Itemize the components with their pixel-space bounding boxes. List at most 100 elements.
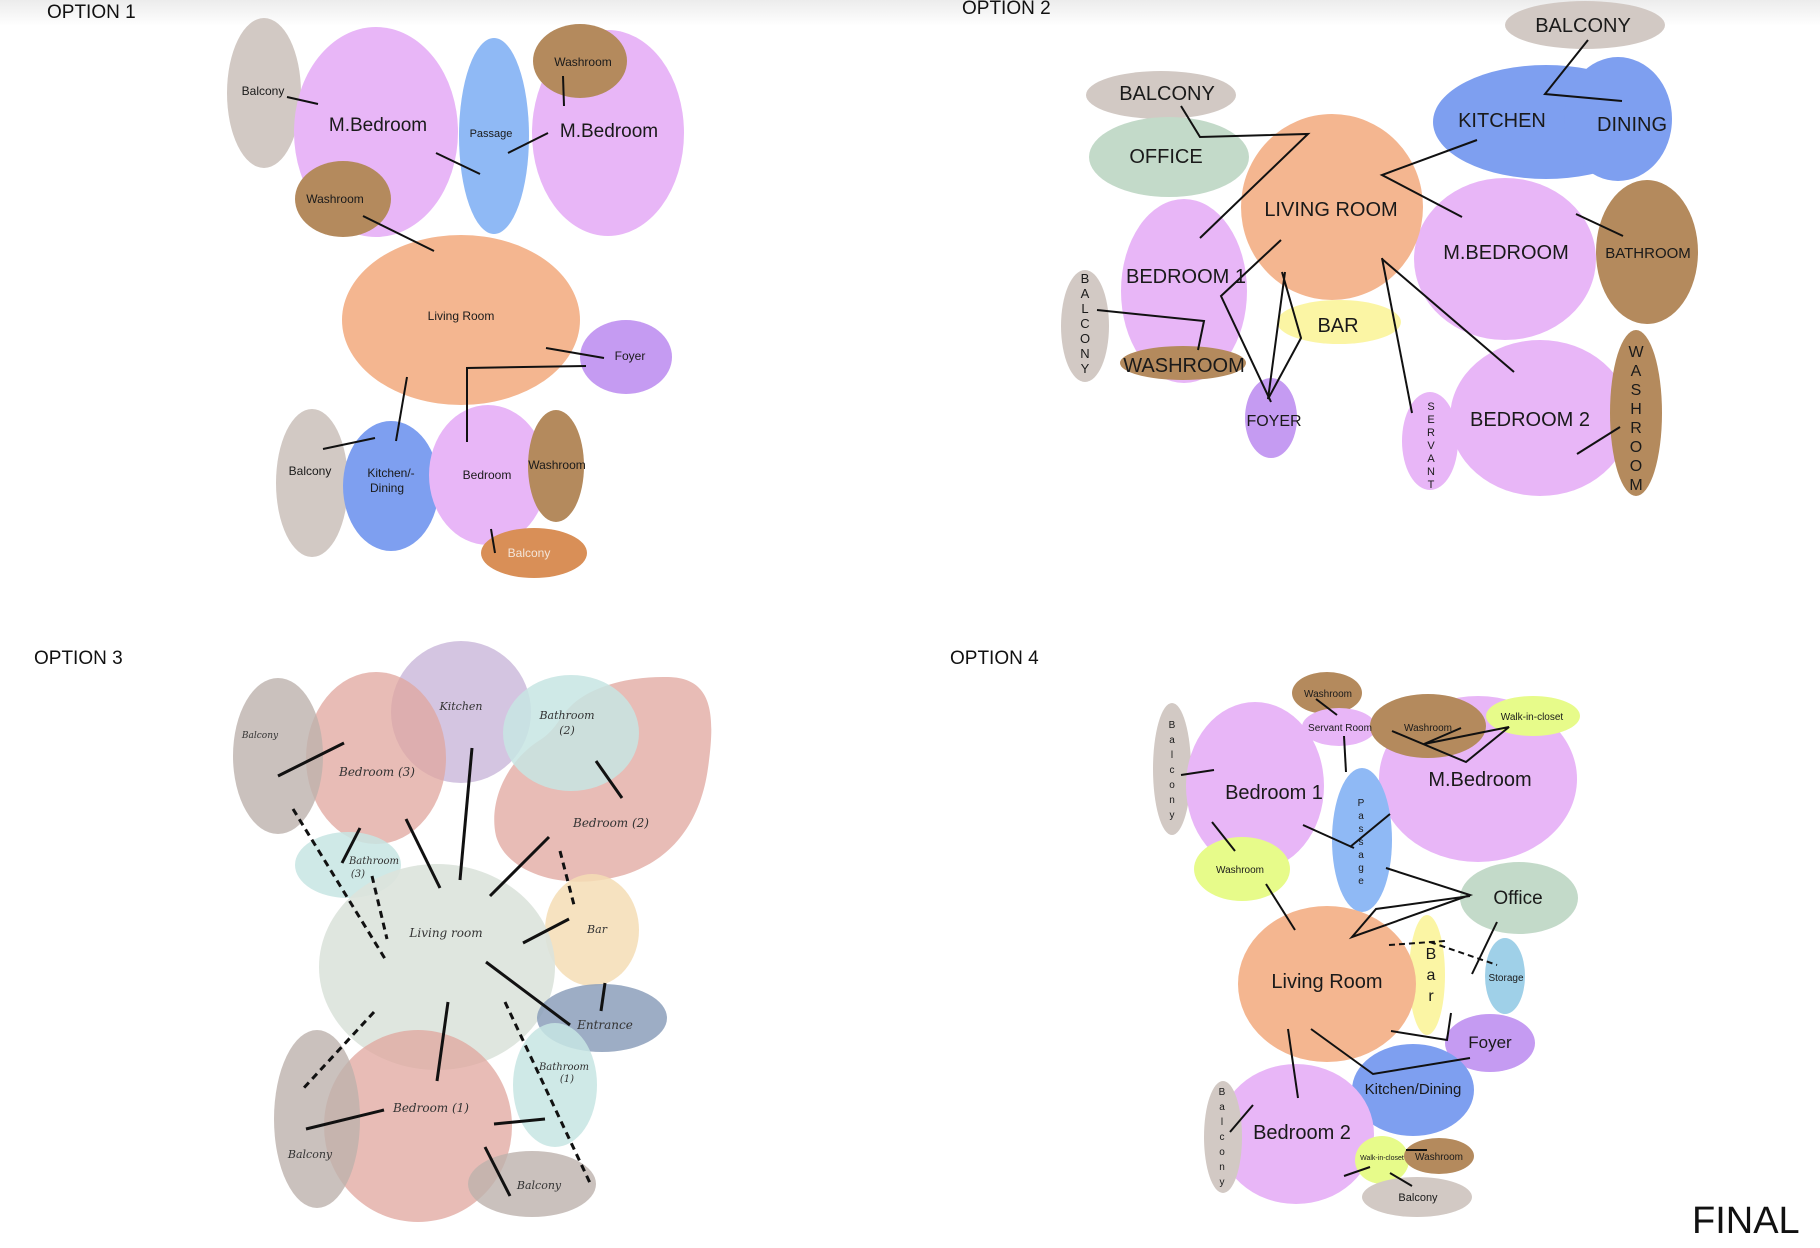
svg-text:l: l xyxy=(1221,1117,1223,1128)
svg-text:R: R xyxy=(1630,420,1642,437)
o2-balcony-vertical-label: B A L C O N Y xyxy=(1080,271,1090,376)
svg-text:a: a xyxy=(1427,967,1436,984)
o1-foyer-label: Foyer xyxy=(615,349,646,363)
svg-text:e: e xyxy=(1358,876,1364,887)
o2-balcony-vertical-bubble xyxy=(1061,270,1109,382)
o4-bar-vertical-label: B a r xyxy=(1426,946,1437,1005)
svg-text:P: P xyxy=(1358,798,1365,809)
o2-mbedroom-bubble xyxy=(1414,178,1596,340)
o1-living-label: Living Room xyxy=(428,309,495,323)
o2-washroom-label: WASHROOM xyxy=(1123,355,1244,377)
o1-foyer-bubble xyxy=(580,320,672,394)
o2-bathroom-bubble xyxy=(1596,180,1698,324)
svg-text:E: E xyxy=(1427,414,1434,426)
svg-text:O: O xyxy=(1080,331,1090,346)
o1-washroom-bottom-label: Washroom xyxy=(528,458,586,472)
o4-washroom-b2-label: Washroom xyxy=(1415,1152,1463,1163)
o3-balcony-tl-bubble xyxy=(233,678,323,834)
o4-walkin-top-bubble xyxy=(1486,696,1580,736)
svg-text:g: g xyxy=(1358,863,1364,874)
svg-text:R: R xyxy=(1427,427,1435,439)
svg-text:n: n xyxy=(1169,795,1175,806)
o4-storage-bubble xyxy=(1485,938,1525,1014)
svg-text:a: a xyxy=(1219,1102,1225,1113)
svg-text:a: a xyxy=(1169,735,1175,746)
o2-washroom-vertical-bubble xyxy=(1610,330,1662,496)
o2-servant-bubble xyxy=(1402,392,1458,490)
o4-walkin-bottom-label: Walk-in-closet xyxy=(1360,1155,1404,1162)
svg-text:L: L xyxy=(1081,301,1088,316)
o4-passage-bubble xyxy=(1332,768,1392,912)
final-label: FINAL xyxy=(1692,1200,1800,1242)
svg-text:T: T xyxy=(1428,479,1435,491)
o1-washroom-top-bubble xyxy=(533,24,627,98)
o3-bathroom1-label-1: Bathroom xyxy=(538,1062,589,1073)
o1-kitchen-bubble xyxy=(343,421,439,551)
o4-bedroom2-label: Bedroom 2 xyxy=(1253,1122,1351,1144)
svg-text:A: A xyxy=(1631,363,1642,380)
svg-text:a: a xyxy=(1358,850,1364,861)
svg-text:y: y xyxy=(1170,810,1175,821)
svg-text:B: B xyxy=(1081,271,1090,286)
o4-washroom-b1-label: Washroom xyxy=(1216,865,1264,876)
o3-entrance-label: Entrance xyxy=(576,1018,633,1032)
svg-text:B: B xyxy=(1169,720,1176,731)
o1-balcony-bottom-label: Balcony xyxy=(289,464,332,478)
o3-bar-label: Bar xyxy=(586,923,608,936)
option-3-diagram: Balcony Bedroom (3) Kitchen Bathroom (2)… xyxy=(233,641,712,1222)
o3-bathroom1-bubble xyxy=(513,1023,597,1147)
o3-connectors xyxy=(277,741,624,1197)
o1-living-bubble xyxy=(342,235,580,405)
o2-office-label: OFFICE xyxy=(1129,146,1202,168)
o2-bedroom2-label: BEDROOM 2 xyxy=(1470,409,1590,431)
o4-bedroom1-label: Bedroom 1 xyxy=(1225,782,1323,804)
svg-text:V: V xyxy=(1427,440,1435,452)
o3-bathroom3-label-1: Bathroom xyxy=(348,856,399,867)
o3-kitchen-label: Kitchen xyxy=(439,700,483,713)
o1-washroom-top-label: Washroom xyxy=(554,55,612,69)
o4-washroom-mb-bubble xyxy=(1370,694,1486,758)
o1-balcony-orange-label: Balcony xyxy=(508,546,551,560)
o4-connectors xyxy=(1180,698,1510,1187)
o3-bar-bubble xyxy=(545,874,639,986)
o4-washroom-b2-bubble xyxy=(1404,1138,1474,1174)
o1-washroom-left-label: Washroom xyxy=(306,192,364,206)
option-2-diagram: BALCONY BALCONY OFFICE KITCHEN DINING LI… xyxy=(1061,1,1698,496)
o4-washroom-mb-label: Washroom xyxy=(1404,723,1452,734)
svg-text:B: B xyxy=(1219,1087,1226,1098)
svg-text:A: A xyxy=(1081,286,1090,301)
o4-servant-room-label: Servant Room xyxy=(1308,723,1372,734)
o2-bedroom1-label: BEDROOM 1 xyxy=(1126,266,1246,288)
svg-text:a: a xyxy=(1358,811,1364,822)
svg-text:M: M xyxy=(1629,477,1642,494)
option-4-diagram: Washroom Servant Room Washroom Walk-in-c… xyxy=(1153,672,1580,1217)
o3-balcony-bottom-bubble xyxy=(468,1151,596,1217)
o3-bathroom1-label-2: (1) xyxy=(560,1074,574,1085)
o2-balcony-top-label: BALCONY xyxy=(1535,15,1631,37)
svg-text:O: O xyxy=(1630,439,1642,456)
o4-foyer-label: Foyer xyxy=(1468,1033,1512,1052)
option-2-title: OPTION 2 xyxy=(962,0,1051,19)
o2-washroom-bubble xyxy=(1120,346,1246,380)
o2-living-bubble xyxy=(1241,114,1423,300)
svg-text:S: S xyxy=(1631,382,1642,399)
o2-washroom-vertical-label: W A S H R O O M xyxy=(1628,344,1644,494)
o1-balcony-top-bubble xyxy=(227,18,301,168)
svg-text:o: o xyxy=(1169,780,1175,791)
o4-mbedroom-label: M.Bedroom xyxy=(1428,769,1531,791)
o3-living-bubble xyxy=(319,864,555,1070)
o4-balcony-v2-bubble xyxy=(1204,1081,1242,1193)
o3-bathroom2-bubble xyxy=(503,675,639,791)
svg-text:s: s xyxy=(1359,824,1364,835)
svg-text:H: H xyxy=(1630,401,1642,418)
o4-balcony-v2-label: B a l c o n y xyxy=(1219,1087,1226,1188)
o1-passage-bubble xyxy=(459,38,529,234)
o3-balcony-bl-bubble xyxy=(274,1030,360,1208)
o1-kitchen-label-1: Kitchen/- xyxy=(367,466,414,480)
o3-bedroom3-bubble xyxy=(306,672,446,844)
o2-bedroom1-bubble xyxy=(1121,199,1247,383)
o3-bedroom1-bubble xyxy=(324,1030,512,1222)
o3-balcony-bottom-label: Balcony xyxy=(516,1179,562,1192)
o2-mbedroom-label: M.BEDROOM xyxy=(1443,242,1569,264)
